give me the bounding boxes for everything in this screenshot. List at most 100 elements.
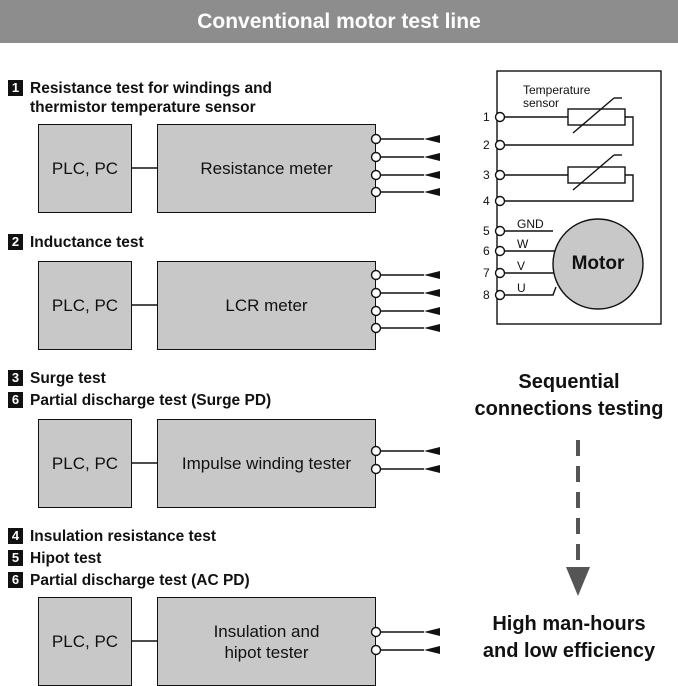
motor-schematic bbox=[496, 70, 662, 325]
thermistor-slash bbox=[572, 154, 615, 191]
instrument-label-line-2: hipot tester bbox=[224, 642, 309, 662]
terminal-5: 5 bbox=[483, 224, 490, 238]
wire-label-w: W bbox=[517, 237, 529, 251]
terminal-circle bbox=[370, 133, 382, 145]
sequential-connections-text: Sequential connections testing bbox=[460, 369, 678, 423]
motor-terminal-circle bbox=[494, 139, 506, 151]
probe-tip bbox=[424, 324, 440, 332]
page-title: Conventional motor test line bbox=[0, 0, 678, 43]
terminal-circle bbox=[370, 644, 382, 656]
terminal-circle bbox=[370, 269, 382, 281]
resistance-meter-box: Resistance meter bbox=[157, 124, 376, 213]
terminal-7: 7 bbox=[483, 266, 490, 280]
controller-box-4: PLC, PC bbox=[38, 597, 132, 686]
terminal-1: 1 bbox=[483, 110, 490, 124]
wire-label-v: V bbox=[517, 259, 526, 273]
section-3-title-line-2: Partial discharge test (Surge PD) bbox=[30, 392, 272, 409]
section-1-heading-continued: thermistor temperature sensor bbox=[30, 98, 256, 117]
probe-tip bbox=[424, 628, 440, 636]
motor-terminal-circle bbox=[494, 267, 506, 279]
side-text-bottom-line-2: and low efficiency bbox=[482, 640, 656, 662]
section-4-heading-a: 4 Insulation resistance test bbox=[8, 527, 216, 546]
side-text-top-line-2: connections testing bbox=[474, 398, 664, 420]
step-number-badge: 1 bbox=[8, 80, 23, 96]
sensor-label-line-2: sensor bbox=[523, 96, 560, 110]
dashed-arrow bbox=[566, 440, 590, 596]
probe-group bbox=[370, 133, 440, 656]
probe-tip bbox=[424, 135, 440, 143]
arrow-head bbox=[566, 567, 590, 596]
step-number-badge: 6 bbox=[8, 572, 23, 588]
step-number-badge: 2 bbox=[8, 234, 23, 250]
terminal-circle bbox=[370, 626, 382, 638]
side-text-bottom-line-1: High man-hours bbox=[492, 613, 646, 635]
wire-u bbox=[504, 286, 557, 296]
thermistor-slash bbox=[572, 97, 615, 134]
probe-tip bbox=[424, 153, 440, 161]
probe-tip bbox=[424, 289, 440, 297]
controller-box-2: PLC, PC bbox=[38, 261, 132, 350]
sensor-label: Temperature sensor bbox=[523, 84, 590, 110]
motor-label: Motor bbox=[571, 253, 625, 274]
side-text-top-line-1: Sequential bbox=[518, 371, 620, 393]
terminal-4: 4 bbox=[483, 194, 490, 208]
impulse-winding-tester-box: Impulse winding tester bbox=[157, 419, 376, 508]
high-man-hours-text: High man-hours and low efficiency bbox=[460, 611, 678, 665]
thermistor-symbol bbox=[567, 108, 626, 126]
controller-box-1: PLC, PC bbox=[38, 124, 132, 213]
motor-terminal-circle bbox=[494, 111, 506, 123]
step-number-badge: 5 bbox=[8, 550, 23, 566]
terminal-2: 2 bbox=[483, 138, 490, 152]
terminal-circle bbox=[370, 305, 382, 317]
terminal-circle bbox=[370, 287, 382, 299]
motor-terminal-circle bbox=[494, 225, 506, 237]
section-3-heading-a: 3 Surge test bbox=[8, 369, 106, 388]
terminal-8: 8 bbox=[483, 288, 490, 302]
motor-terminal-circle bbox=[494, 195, 506, 207]
section-4-heading-b: 5 Hipot test bbox=[8, 549, 101, 568]
section-4-title-line-1: Insulation resistance test bbox=[30, 528, 217, 545]
section-1-title-line-1: Resistance test for windings and bbox=[30, 80, 273, 97]
wire bbox=[504, 116, 634, 146]
section-3-title-line-1: Surge test bbox=[30, 370, 106, 387]
step-number-badge: 3 bbox=[8, 370, 23, 386]
probe-tip bbox=[424, 646, 440, 654]
terminal-6: 6 bbox=[483, 244, 490, 258]
probe-tip bbox=[424, 171, 440, 179]
terminal-circle bbox=[370, 186, 382, 198]
terminal-circle bbox=[370, 322, 382, 334]
motor-terminal-circle bbox=[494, 289, 506, 301]
terminal-3: 3 bbox=[483, 168, 490, 182]
step-number-badge: 6 bbox=[8, 392, 23, 408]
instrument-label-line-1: Insulation and bbox=[213, 621, 320, 641]
motor-terminal-circle bbox=[494, 245, 506, 257]
section-2-heading: 2 Inductance test bbox=[8, 233, 144, 252]
section-1-title-line-2: thermistor temperature sensor bbox=[30, 99, 256, 116]
probe-tip bbox=[424, 465, 440, 473]
probe-tip bbox=[424, 188, 440, 196]
lcr-meter-box: LCR meter bbox=[157, 261, 376, 350]
insulation-hipot-tester-box: Insulation and hipot tester bbox=[157, 597, 376, 686]
terminal-circle bbox=[370, 445, 382, 457]
section-3-heading-b: 6 Partial discharge test (Surge PD) bbox=[8, 391, 271, 410]
sensor-label-line-1: Temperature bbox=[523, 83, 591, 97]
terminal-circle bbox=[370, 169, 382, 181]
section-4-title-line-3: Partial discharge test (AC PD) bbox=[30, 572, 250, 589]
terminal-group bbox=[494, 111, 506, 301]
wire-label-u: U bbox=[517, 281, 526, 295]
probe-tip bbox=[424, 447, 440, 455]
terminal-circle bbox=[370, 151, 382, 163]
terminal-circle bbox=[370, 463, 382, 475]
section-1-heading: 1 Resistance test for windings and bbox=[8, 79, 272, 98]
section-2-title: Inductance test bbox=[30, 234, 144, 251]
motor-terminal-circle bbox=[494, 169, 506, 181]
motor-circle bbox=[552, 218, 644, 310]
probe-tip bbox=[424, 307, 440, 315]
section-4-title-line-2: Hipot test bbox=[30, 550, 102, 567]
section-4-heading-c: 6 Partial discharge test (AC PD) bbox=[8, 571, 250, 590]
controller-box-3: PLC, PC bbox=[38, 419, 132, 508]
probe-tip bbox=[424, 271, 440, 279]
step-number-badge: 4 bbox=[8, 528, 23, 544]
wire bbox=[504, 174, 634, 202]
